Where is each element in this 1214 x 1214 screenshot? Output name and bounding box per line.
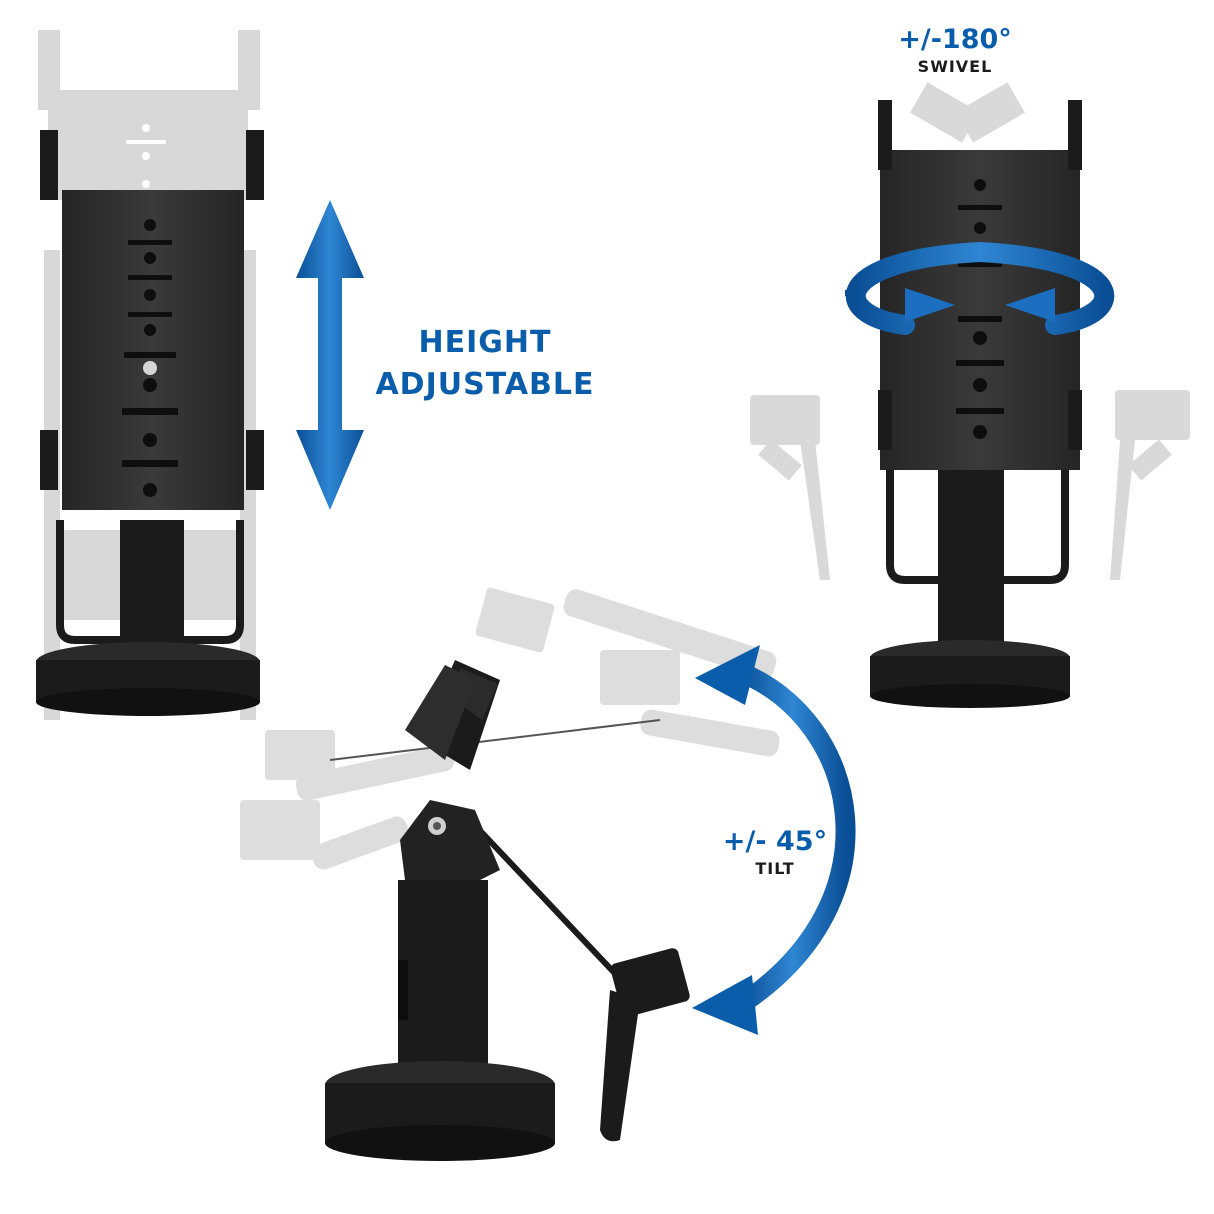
swivel-mount: [750, 82, 1190, 708]
swivel-label: +/-180° SWIVEL: [880, 24, 1030, 78]
height-label-line1: HEIGHT: [418, 325, 552, 360]
height-mount: [36, 30, 264, 720]
height-adjustable-label: HEIGHT ADJUSTABLE: [350, 322, 620, 406]
height-label-line2: ADJUSTABLE: [375, 367, 595, 402]
tilt-text: TILT: [755, 859, 795, 878]
swivel-text: SWIVEL: [917, 57, 993, 76]
swivel-value: +/-180°: [898, 24, 1012, 55]
tilt-mount: [240, 587, 780, 1161]
tilt-label: +/- 45° TILT: [700, 826, 850, 880]
swivel-arrow-icon: [845, 241, 1115, 335]
height-arrow-icon: [296, 200, 364, 510]
tilt-value: +/- 45°: [722, 826, 828, 857]
tilt-arrow-icon: [692, 645, 856, 1035]
